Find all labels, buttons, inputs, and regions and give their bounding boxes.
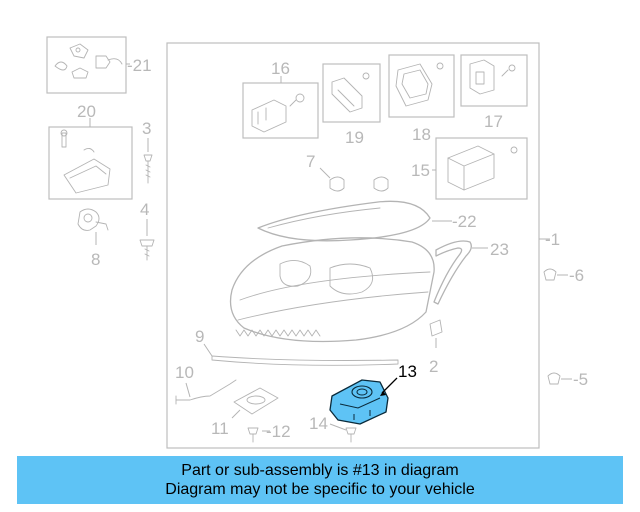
part-13-highlighted[interactable] xyxy=(329,379,389,425)
part-5-nut xyxy=(547,372,561,385)
part-16-box xyxy=(242,82,319,139)
part-15-ballast xyxy=(447,145,518,191)
callout-11: 11 xyxy=(211,419,229,438)
part-21-clips xyxy=(54,43,123,79)
part-17-module xyxy=(469,59,516,95)
info-banner: Part or sub-assembly is #13 in diagram D… xyxy=(17,456,623,504)
part-22-lens xyxy=(257,200,431,242)
part-18-box xyxy=(388,54,455,118)
callout-15: 15 xyxy=(411,161,430,180)
part-18-gasket xyxy=(395,62,444,107)
callout-19: 19 xyxy=(345,128,364,147)
part-19-module xyxy=(331,72,370,113)
callout-21: -21 xyxy=(127,56,152,75)
callout-1: -1 xyxy=(545,230,560,249)
callout-10: 10 xyxy=(175,363,194,382)
part-16-cover xyxy=(251,93,305,133)
headlamp-housing xyxy=(229,237,435,343)
callout-6: -6 xyxy=(569,266,584,285)
part-13-arrow xyxy=(380,391,386,396)
callout-13[interactable]: 13 xyxy=(398,362,417,381)
part-19-box xyxy=(322,63,381,123)
callout-5: -5 xyxy=(573,370,588,389)
part-15-box xyxy=(435,137,528,200)
callout-18: 18 xyxy=(412,125,431,144)
callout-14: 14 xyxy=(309,414,328,433)
callout-12: -12 xyxy=(266,422,291,441)
callout-22: -22 xyxy=(452,212,477,231)
callout-4: 4 xyxy=(140,200,149,219)
parts-diagram: -1 2 3 4 -5 -6 7 8 9 10 11 -12 13 14 15 … xyxy=(46,36,588,449)
assembly-frame xyxy=(166,42,540,449)
banner-line-1: Part or sub-assembly is #13 in diagram xyxy=(181,462,459,479)
part-13-leader xyxy=(381,377,398,394)
part-6-nut xyxy=(543,268,557,281)
callout-8: 8 xyxy=(91,250,100,269)
callout-9: 9 xyxy=(195,327,204,346)
part-7-sockets xyxy=(329,176,389,192)
part-17-box xyxy=(460,54,528,107)
part-14-screw xyxy=(345,427,357,443)
part-21-box xyxy=(46,36,127,94)
part-20-box xyxy=(48,126,133,200)
callout-23: 23 xyxy=(490,240,509,259)
part-3-screw xyxy=(143,154,153,184)
callout-20: 20 xyxy=(77,102,96,121)
part-2-clip xyxy=(429,319,443,337)
banner-line-2: Diagram may not be specific to your vehi… xyxy=(165,481,475,498)
part-20-bracket xyxy=(60,129,111,194)
part-10-wire xyxy=(175,379,237,405)
callout-7: 7 xyxy=(306,152,315,171)
callout-17: 17 xyxy=(484,112,503,131)
callout-3: 3 xyxy=(142,119,151,138)
part-8-adjuster xyxy=(77,208,109,231)
part-4-bolt xyxy=(139,239,155,261)
callout-2: 2 xyxy=(429,357,438,376)
part-23-trim xyxy=(433,240,472,305)
part-11-module xyxy=(233,387,279,415)
callout-16: 16 xyxy=(271,59,290,78)
part-12-screw xyxy=(247,427,259,443)
part-9-strip xyxy=(211,355,399,366)
